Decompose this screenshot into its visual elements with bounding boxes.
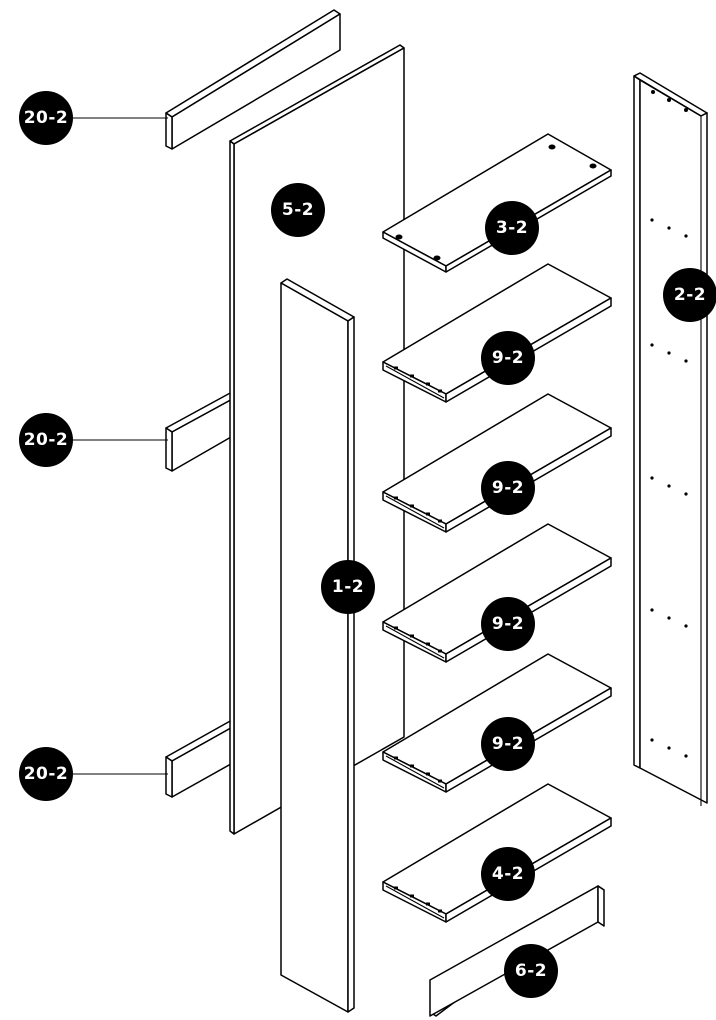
pin-hole — [684, 754, 688, 758]
pin-hole — [667, 616, 671, 620]
svg-text:4-2: 4-2 — [492, 864, 524, 884]
svg-text:5-2: 5-2 — [282, 200, 314, 220]
badge-side-panel-left: 1-2 — [321, 560, 375, 614]
pin-hole — [684, 492, 688, 496]
pin-hole — [650, 343, 654, 347]
pin-hole — [667, 351, 671, 355]
svg-text:9-2: 9-2 — [492, 478, 524, 498]
side-panel-left — [280, 278, 355, 1013]
pin-hole — [650, 738, 654, 742]
badge-cleat-top: 20-2 — [19, 91, 73, 145]
badge-bottom-panel: 4-2 — [481, 847, 535, 901]
pin-hole — [684, 359, 688, 363]
pin-hole — [684, 234, 688, 238]
svg-text:2-2: 2-2 — [674, 285, 706, 305]
cleat-middle — [165, 391, 239, 472]
svg-text:20-2: 20-2 — [24, 764, 69, 784]
pin-hole — [667, 484, 671, 488]
badge-top-panel: 3-2 — [485, 201, 539, 255]
pin-hole — [650, 608, 654, 612]
badge-shelf-3: 9-2 — [481, 597, 535, 651]
badge-shelf-1: 9-2 — [481, 331, 535, 385]
svg-text:9-2: 9-2 — [492, 614, 524, 634]
cleat-top — [165, 9, 341, 150]
pin-hole — [667, 226, 671, 230]
badge-back-panel: 5-2 — [271, 183, 325, 237]
svg-text:9-2: 9-2 — [492, 734, 524, 754]
badge-shelf-4: 9-2 — [481, 717, 535, 771]
svg-text:9-2: 9-2 — [492, 348, 524, 368]
badge-cleat-bottom: 20-2 — [19, 747, 73, 801]
top-panel — [382, 133, 612, 273]
pin-hole — [667, 746, 671, 750]
svg-text:6-2: 6-2 — [515, 961, 547, 981]
badge-kick-plate: 6-2 — [504, 944, 558, 998]
badge-shelf-2: 9-2 — [481, 461, 535, 515]
svg-text:20-2: 20-2 — [24, 430, 69, 450]
shelf-pin-holes — [650, 218, 688, 758]
pin-hole — [650, 218, 654, 222]
cleat-bottom — [165, 719, 239, 798]
svg-text:20-2: 20-2 — [24, 108, 69, 128]
pin-hole — [650, 476, 654, 480]
badge-cleat-middle: 20-2 — [19, 413, 73, 467]
badge-side-panel-right: 2-2 — [663, 268, 716, 322]
svg-text:3-2: 3-2 — [496, 218, 528, 238]
svg-text:1-2: 1-2 — [332, 577, 364, 597]
pin-hole — [684, 624, 688, 628]
side-panel-right — [633, 72, 708, 806]
